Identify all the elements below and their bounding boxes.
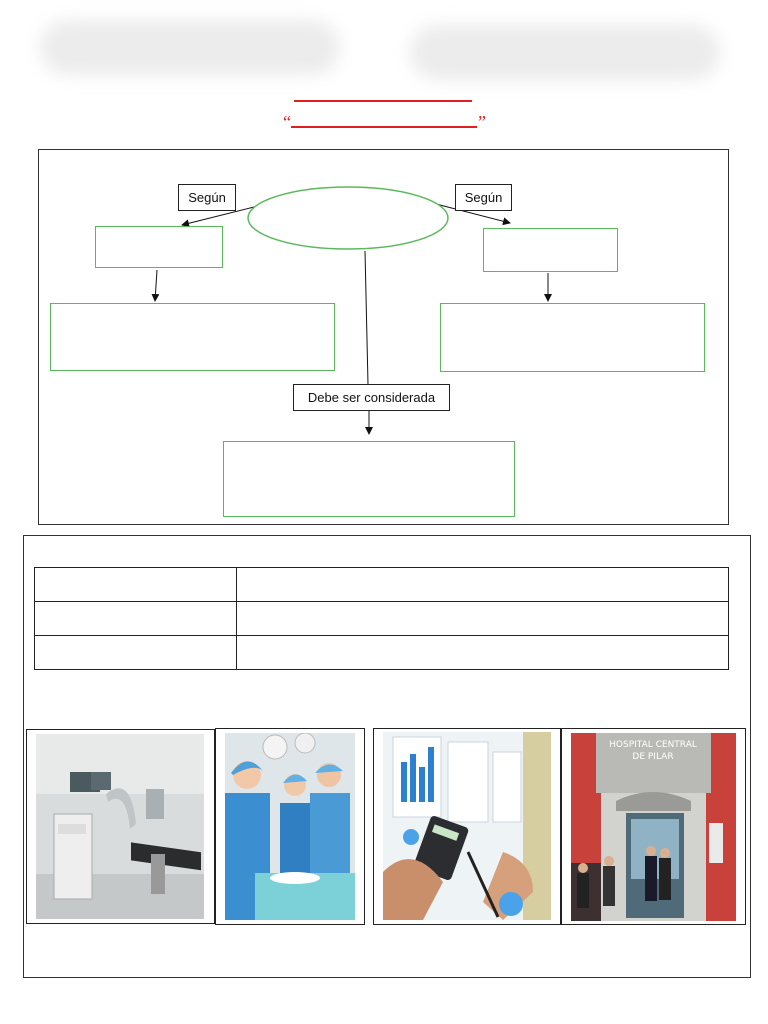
right-description-box — [440, 303, 705, 372]
bottom-concept-box — [223, 441, 515, 517]
right-connector-label: Según — [455, 184, 512, 211]
table-cell — [34, 601, 237, 636]
financial-charts-calculator-icon — [383, 732, 551, 920]
table-row — [34, 635, 729, 670]
table-row — [34, 601, 729, 636]
table-row — [34, 567, 729, 602]
left-concept-box — [95, 226, 223, 268]
concept-map-frame — [38, 149, 729, 525]
connector-center-to-right — [435, 203, 511, 226]
table-cell — [34, 567, 237, 602]
connector-center-down — [364, 250, 369, 385]
left-connector-label: Según — [178, 184, 236, 211]
medical-imaging-room-icon — [36, 734, 204, 919]
activity-frame — [23, 535, 751, 978]
table-cell — [236, 635, 729, 670]
classification-table — [34, 567, 729, 670]
central-concept-ellipse — [247, 186, 449, 250]
redacted-header-right — [410, 25, 720, 80]
redacted-header-left — [40, 20, 340, 75]
table-cell — [236, 567, 729, 602]
right-concept-box — [483, 228, 618, 272]
connector-left-down — [151, 269, 160, 302]
title-line-top — [294, 100, 472, 102]
table-cell — [236, 601, 729, 636]
hospital-sign-line2: DE PILAR — [632, 752, 673, 762]
hospital-building-entrance-icon: HOSPITAL CENTRAL DE PILAR — [571, 733, 736, 921]
open-quote: “ — [283, 112, 291, 132]
bottom-connector-label: Debe ser considerada — [293, 384, 450, 411]
close-quote: ” — [478, 112, 486, 132]
left-description-box — [50, 303, 335, 371]
hospital-sign-line1: HOSPITAL CENTRAL — [609, 740, 697, 750]
connector-center-to-left — [181, 205, 259, 228]
table-cell — [34, 635, 237, 670]
title-line-bottom — [291, 126, 477, 128]
surgeons-operating-icon — [225, 733, 355, 920]
